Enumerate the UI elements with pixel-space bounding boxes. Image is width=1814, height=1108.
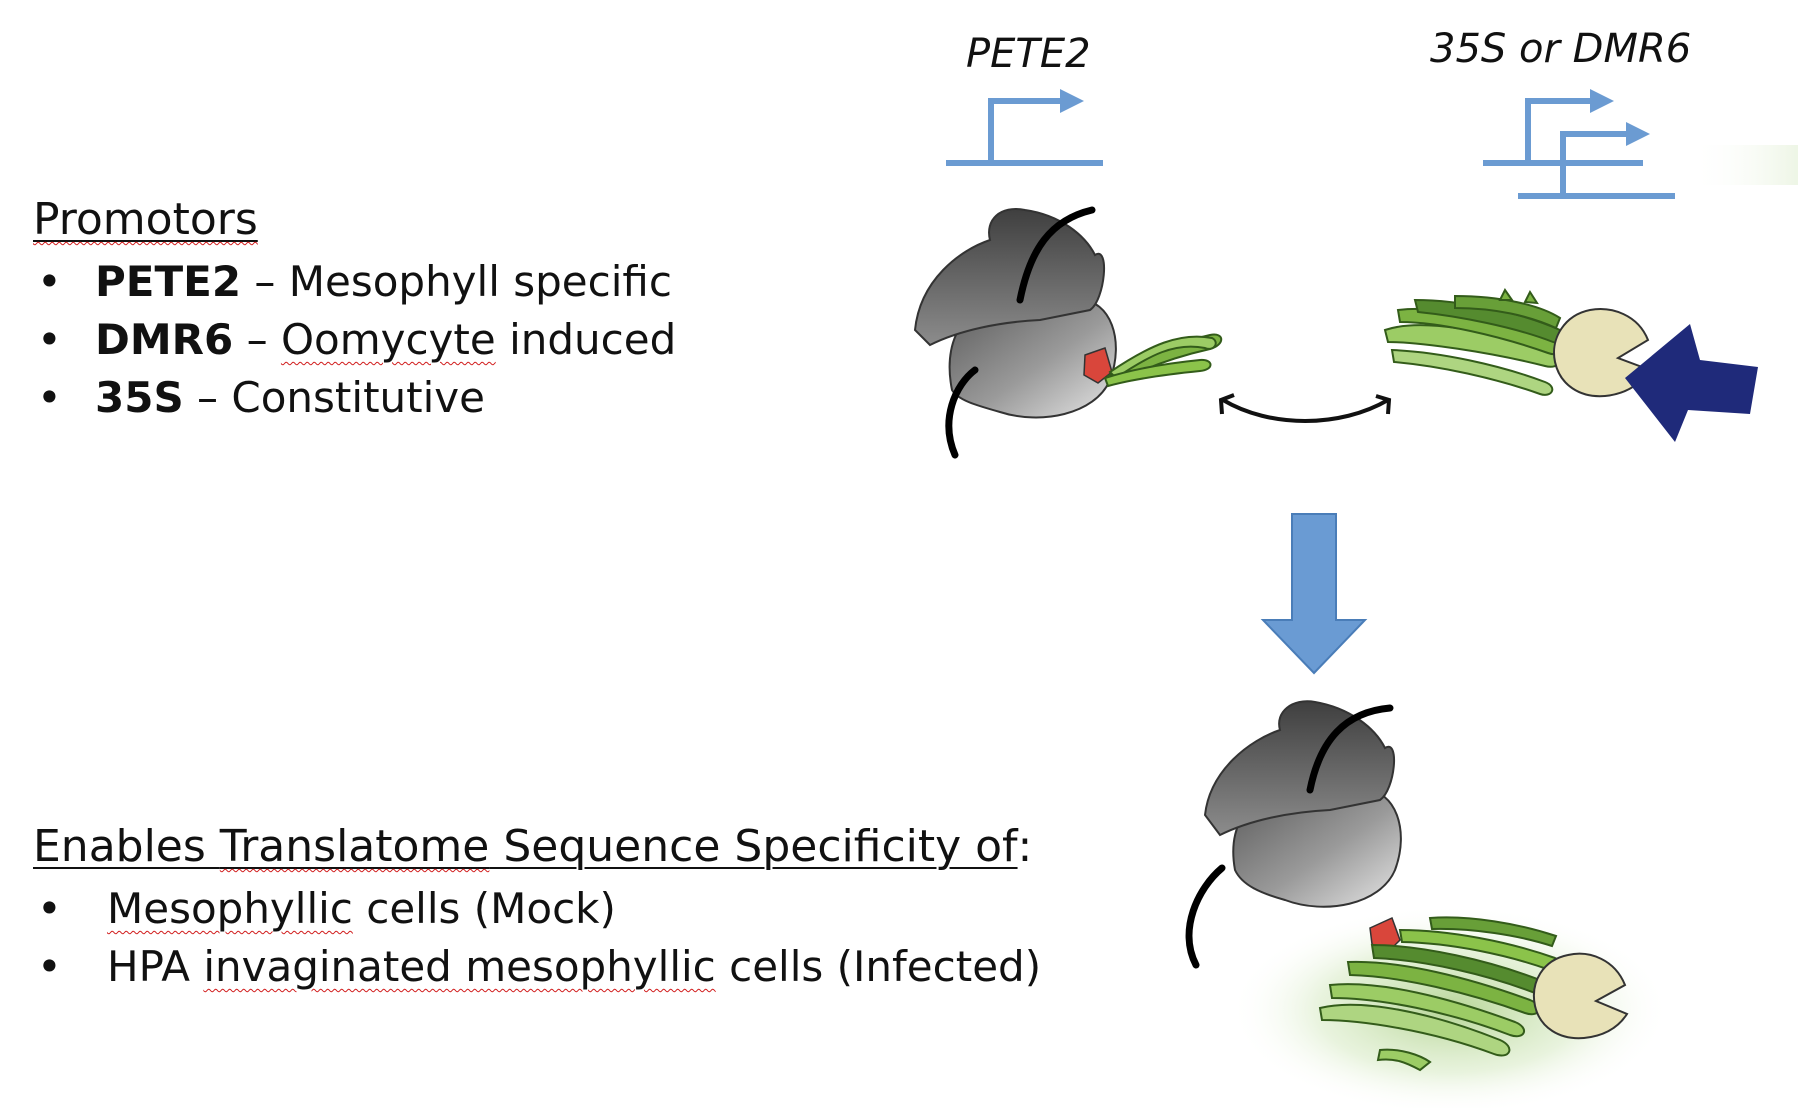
- pete2-label: PETE2: [966, 31, 1091, 77]
- ribosome-icon: [1185, 700, 1402, 969]
- pacman-icon: [1553, 308, 1652, 398]
- enables-heading: Enables Translatome Sequence Specificity…: [33, 821, 1033, 872]
- promotors-heading: Promotors: [33, 194, 258, 245]
- tagged-protein-bundle-icon: [1318, 916, 1564, 1072]
- promotors-list: • PETE2 – Mesophyll specific • DMR6 – Oo…: [33, 253, 676, 427]
- nascent-peptide-icon: [1103, 333, 1223, 388]
- promotor-name: DMR6: [95, 315, 234, 364]
- promotors-block: Promotors • PETE2 – Mesophyll specific •…: [33, 193, 676, 427]
- enables-item-infected: • HPA invaginated mesophyllic cells (Inf…: [37, 942, 1042, 991]
- tagged-protein-bundle-icon: [1383, 288, 1568, 396]
- navy-arrow-icon: [1625, 324, 1758, 442]
- pacman-icon: [1532, 952, 1629, 1040]
- down-arrow-icon: [1260, 513, 1368, 675]
- promotor-item-dmr6: • DMR6 – Oomycyte induced: [37, 315, 677, 364]
- promotor-item-35s: • 35S – Constitutive: [37, 373, 485, 422]
- faint-green-haze: [1690, 145, 1798, 185]
- pete2-promoter-icon: [946, 89, 1103, 166]
- 35s-dmr6-promoter-icon: [1483, 89, 1675, 199]
- promotor-name: 35S: [95, 373, 184, 422]
- promotor-desc: Oomycyte: [280, 315, 496, 364]
- ribosome-icon: [913, 206, 1117, 459]
- promotor-desc: Mesophyll specific: [288, 257, 672, 306]
- promotor-desc: Constitutive: [231, 373, 485, 422]
- 35s-dmr6-label: 35S or DMR6: [1430, 26, 1692, 72]
- enables-list: • Mesophyllic cells (Mock) • HPA invagin…: [33, 880, 1041, 996]
- promotor-name: PETE2: [95, 257, 242, 306]
- promotor-item-pete2: • PETE2 – Mesophyll specific: [37, 257, 672, 306]
- enables-item-mock: • Mesophyllic cells (Mock): [37, 884, 616, 933]
- double-headed-arrow-icon: [1218, 393, 1392, 423]
- enables-block: Enables Translatome Sequence Specificity…: [33, 820, 1041, 996]
